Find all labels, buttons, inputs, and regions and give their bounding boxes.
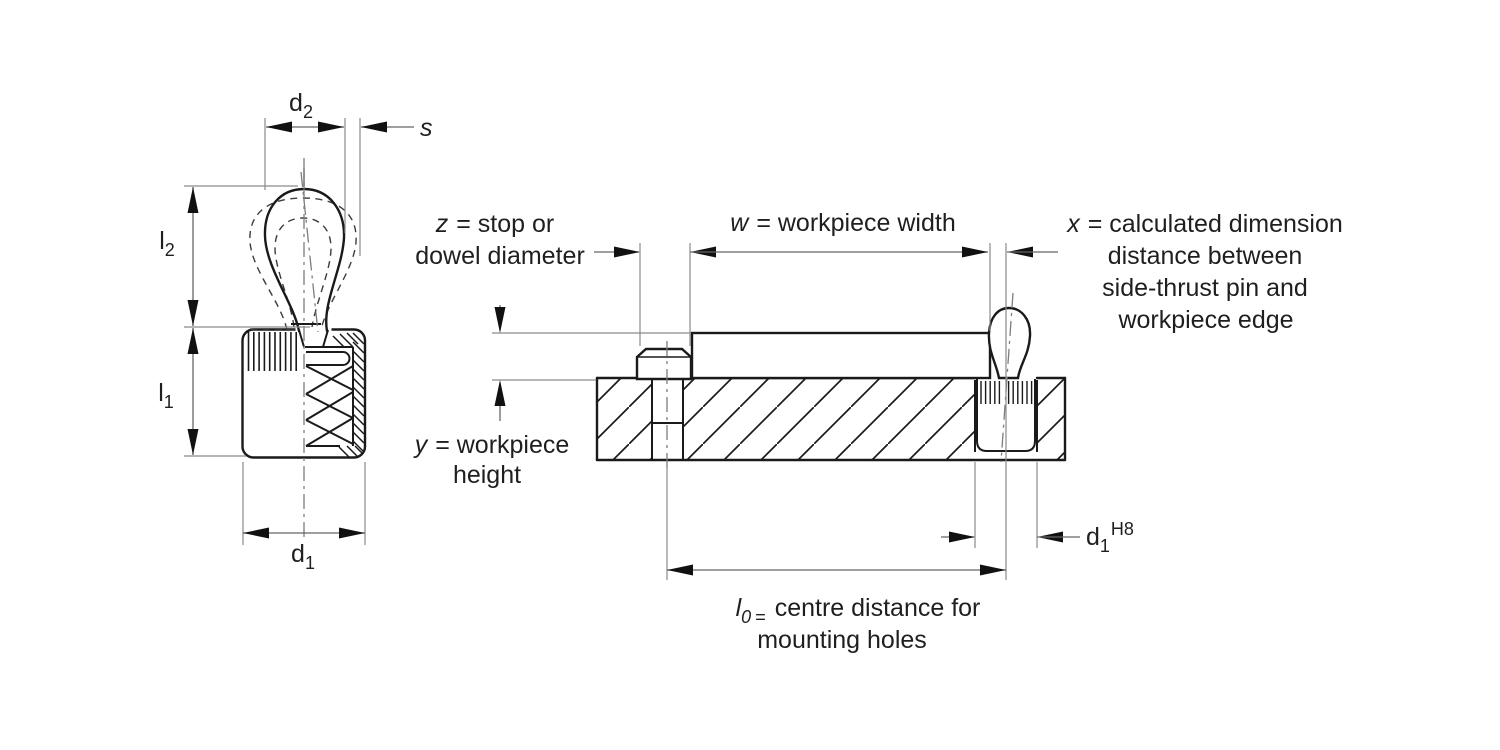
label-d1h8: d1H8 [1086,519,1134,556]
annotation-w: w= workpiece width [730,209,955,237]
annotation-x-line3: side-thrust pin and [1102,274,1308,302]
stem-notch [295,323,332,335]
centerlines-detail [300,158,319,542]
annotation-y-line2: height [453,461,521,489]
dimension-y [492,305,690,421]
annotation-l0-line2: mounting holes [757,626,927,654]
dimension-d2 [264,118,346,233]
installed-pin-centerline [1000,292,1014,463]
workpiece [690,331,992,380]
annotation-x-line4: workpiece edge [1117,306,1293,334]
label-d1: d1 [291,540,315,573]
pin-wall-hatching [332,332,365,458]
dimension-d1h8 [941,462,1080,548]
plate-hatching [598,379,1064,459]
annotation-z-line2: dowel diameter [415,242,585,270]
label-d2: d2 [289,89,313,122]
installation-view: z= stop or dowel diameter w= workpiece w… [413,209,1343,654]
dimension-l1 [184,328,246,457]
label-s: s [420,114,433,142]
pin-spring [305,351,354,447]
annotation-l0-line1: l0=centre distance for [736,594,981,627]
pin-knurling [247,332,298,371]
dimension-x [1005,243,1058,580]
side-thrust-pin-installed [974,292,1038,463]
annotation-y-line1: y= workpiece [413,431,570,459]
dimension-s [359,118,414,256]
detail-view: d2 s l2 l1 d1 [158,89,432,573]
label-l2: l2 [159,227,175,260]
dimension-w [690,243,991,331]
stop-dowel [635,341,693,472]
label-l1: l1 [158,379,174,412]
annotation-x-line1: x= calculated dimension [1066,210,1343,238]
pin-bulb-rest-dashed [249,197,357,331]
annotation-z-line1: z= stop or [435,210,554,238]
installed-pin-knurling [980,381,1033,404]
annotation-x-line2: distance between [1108,242,1303,270]
dimension-l0 [666,464,1006,580]
dimension-z [594,243,691,346]
dimension-d1 [242,462,366,545]
dimension-l2 [184,185,310,328]
